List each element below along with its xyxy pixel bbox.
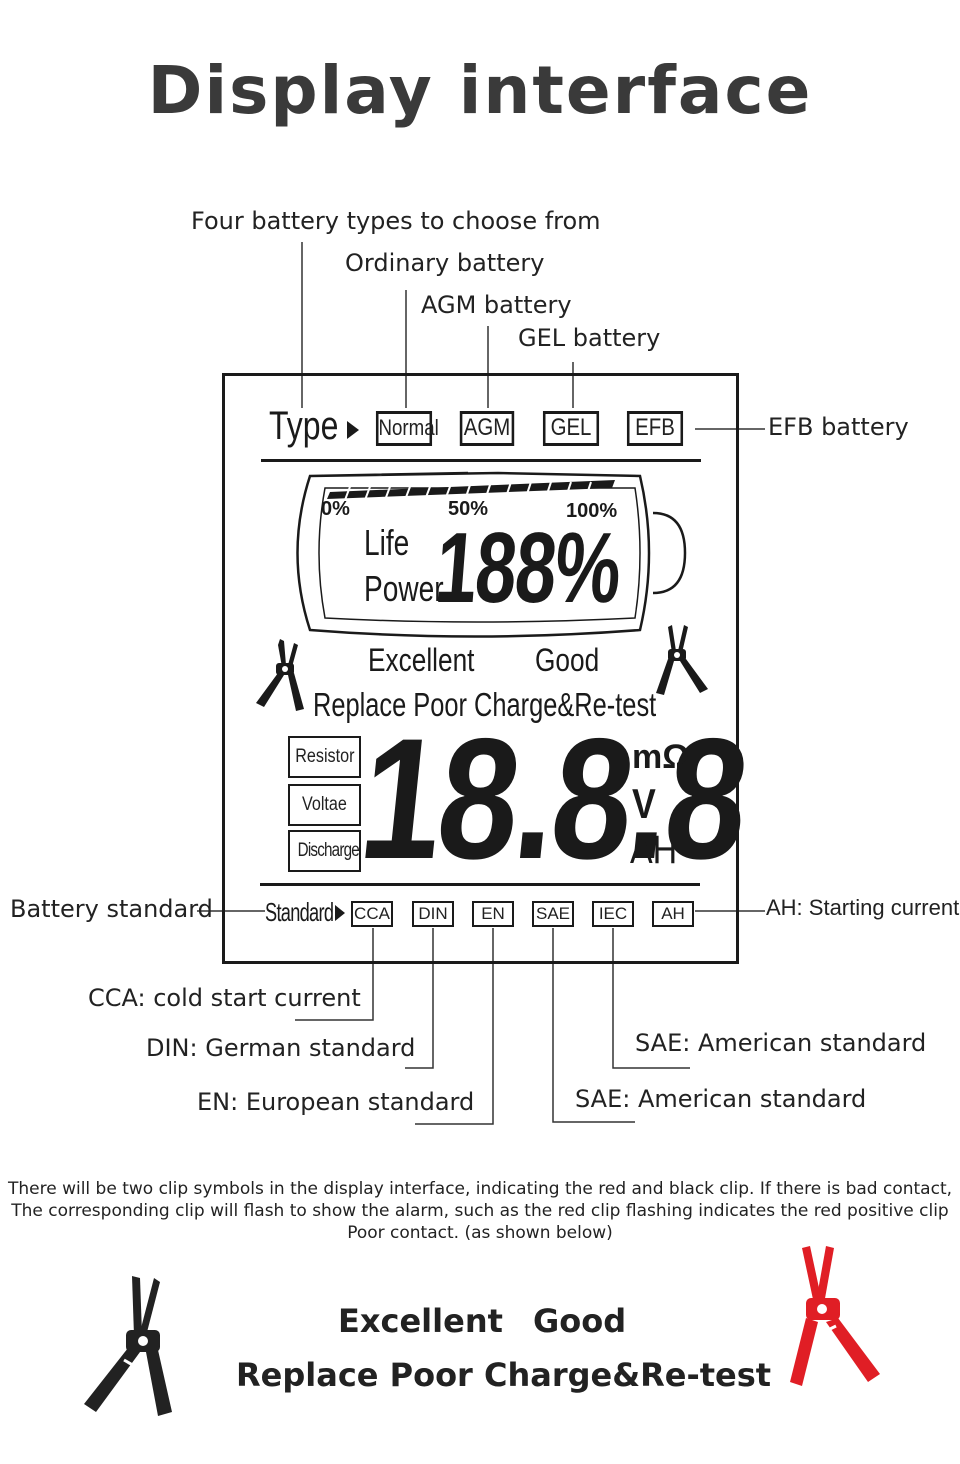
arrow-right-icon	[335, 905, 345, 921]
std-ah: AH	[652, 901, 694, 927]
std-sae: SAE	[532, 901, 574, 927]
page-title: Display interface	[147, 52, 813, 129]
type-normal: Normal	[375, 411, 439, 446]
big-reading: 18.8.8	[352, 703, 754, 895]
bottom-good: Good	[533, 1302, 627, 1340]
callout-sae-1: SAE: American standard	[575, 1085, 867, 1113]
std-en: EN	[472, 901, 514, 927]
callout-cca: CCA: cold start current	[88, 984, 361, 1012]
callout-en: EN: European standard	[197, 1088, 475, 1116]
pct-100: 100%	[566, 500, 618, 522]
callout-ordinary: Ordinary battery	[345, 249, 545, 277]
pct-50: 50%	[448, 498, 489, 520]
lcd-panel	[222, 373, 739, 964]
type-label: Type	[269, 404, 339, 448]
divider-bottom	[260, 883, 700, 886]
big-percent: 188%	[431, 512, 624, 624]
callout-battery-standard: Battery standard	[10, 895, 213, 923]
bottom-status-line: Replace Poor Charge&Re-test	[236, 1356, 772, 1394]
status-excellent: Excellent	[368, 642, 475, 678]
standard-label: Standard	[265, 897, 334, 927]
std-cca: CCA	[351, 901, 393, 927]
mode-discharge: Discharge	[288, 830, 361, 872]
battery-icon	[296, 471, 687, 638]
callout-efb: EFB battery	[768, 413, 909, 441]
bottom-excellent: Excellent	[338, 1302, 503, 1340]
callout-sae-2: SAE: American standard	[635, 1029, 927, 1057]
callout-four-types: Four battery types to choose from	[191, 207, 601, 235]
unit-mohm: mΩ	[632, 738, 690, 776]
black-clip-icon	[256, 639, 304, 711]
std-din: DIN	[412, 901, 454, 927]
callout-din: DIN: German standard	[146, 1034, 416, 1062]
red-clip-icon	[790, 1246, 880, 1386]
callout-agm: AGM battery	[421, 291, 572, 319]
type-gel: GEL	[542, 411, 600, 446]
callout-gel: GEL battery	[518, 324, 661, 352]
divider-top	[261, 459, 701, 462]
type-agm: AGM	[459, 411, 515, 446]
clip-note: There will be two clip symbols in the di…	[7, 1179, 953, 1243]
unit-ah: AH	[630, 828, 678, 872]
unit-volt: V	[632, 780, 656, 827]
power-label: Power	[364, 568, 444, 609]
mode-resistor: Resistor	[288, 736, 361, 778]
red-clip-lcd-icon	[656, 625, 708, 695]
std-iec: IEC	[592, 901, 634, 927]
pct-0: 0%	[321, 498, 350, 520]
life-label: Life	[364, 522, 410, 563]
black-clip-icon	[84, 1276, 172, 1416]
status-line: Replace Poor Charge&Re-test	[313, 686, 657, 723]
type-efb: EFB	[626, 411, 684, 446]
mode-voltage: Voltae	[288, 784, 361, 826]
status-good: Good	[535, 642, 600, 678]
arrow-right-icon	[347, 421, 359, 439]
callout-ah-starting: AH: Starting current	[766, 895, 960, 920]
